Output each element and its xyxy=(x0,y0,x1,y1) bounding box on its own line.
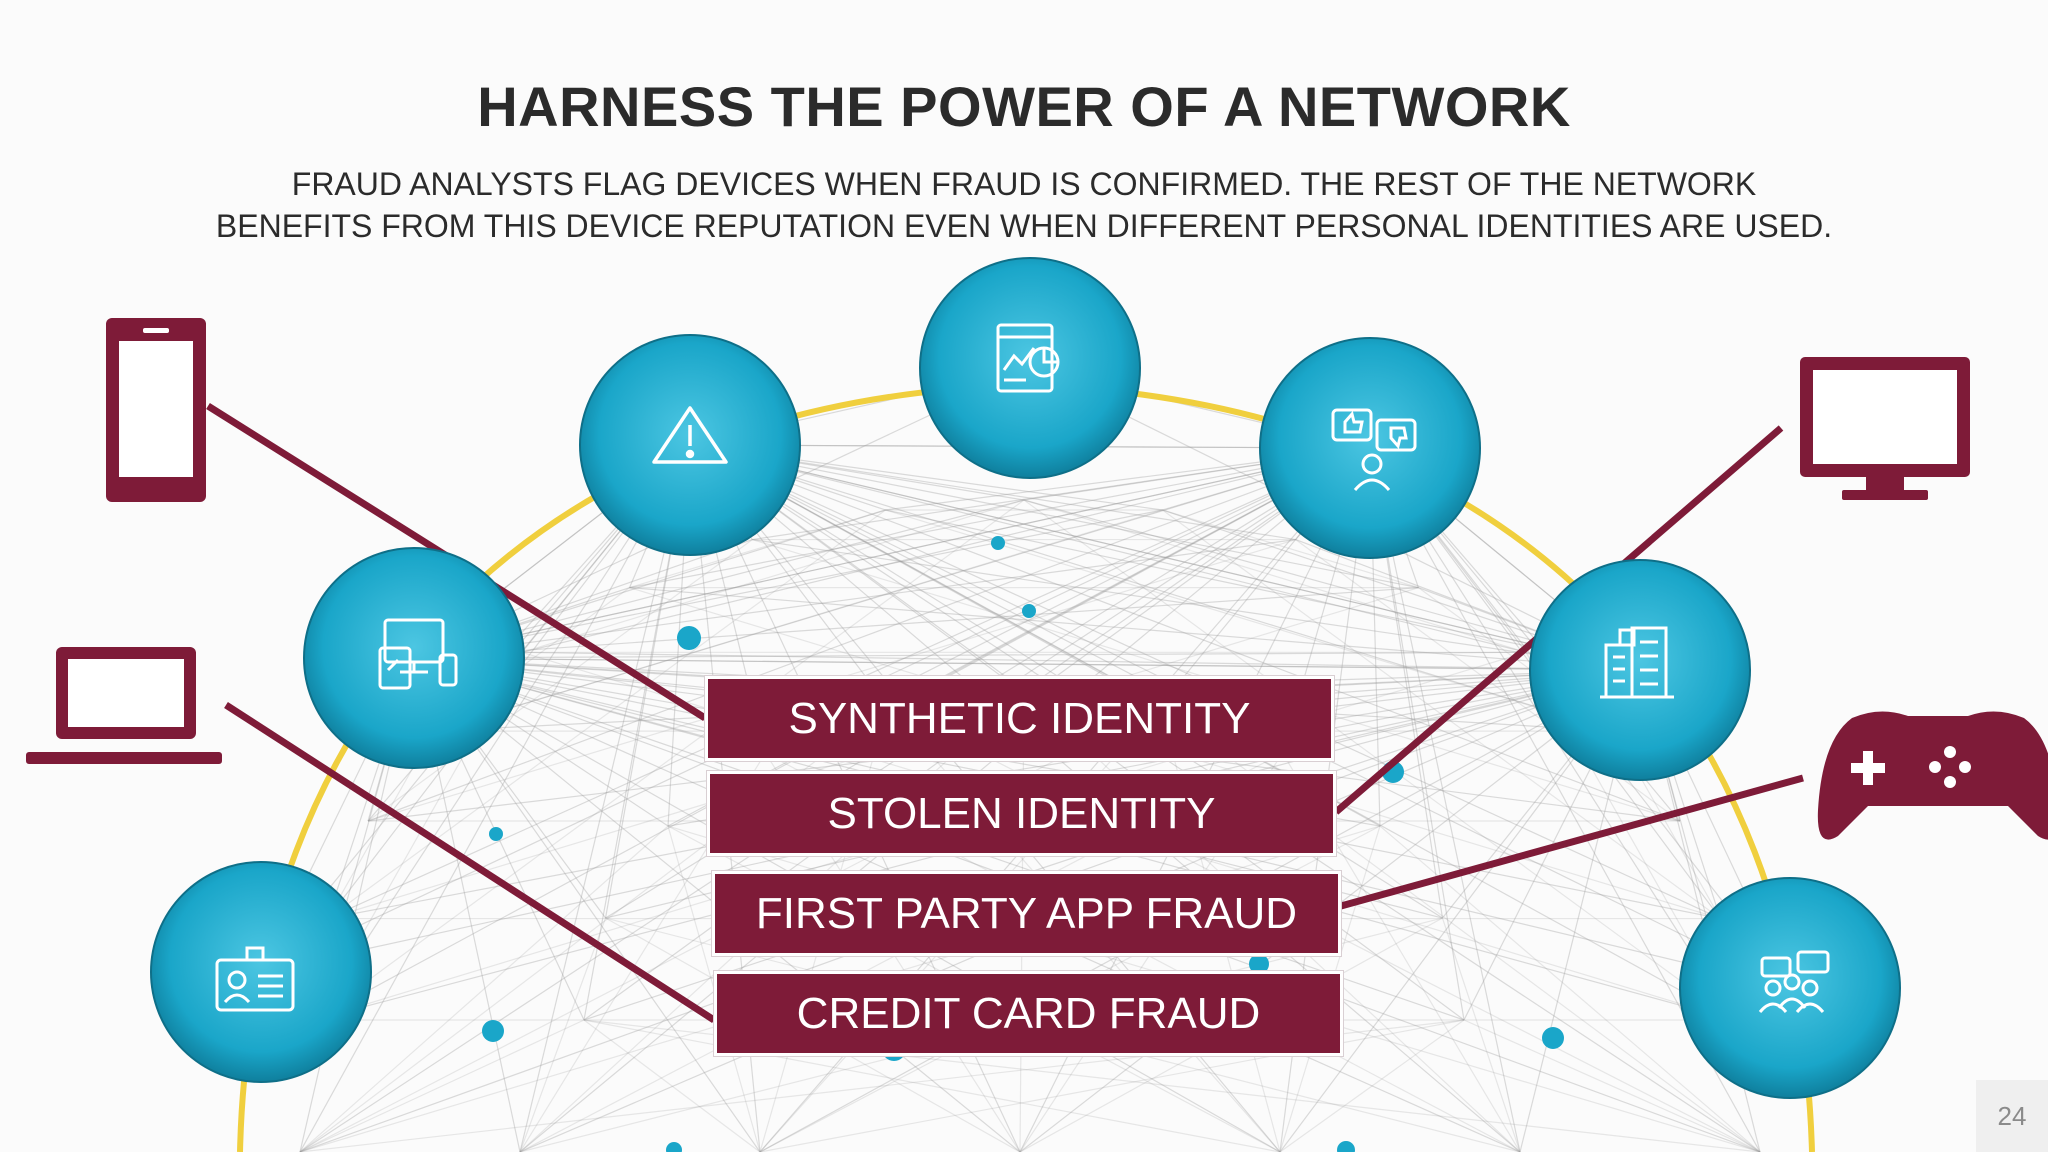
warning-icon xyxy=(652,406,728,464)
node-community xyxy=(1679,877,1901,1099)
network-link xyxy=(629,447,1371,589)
network-link xyxy=(583,1019,1281,1152)
page-number: 24 xyxy=(1976,1080,2048,1152)
node-analytics xyxy=(919,257,1141,479)
feedback-icon xyxy=(1331,408,1417,492)
network-link xyxy=(689,444,1641,671)
device-connector xyxy=(224,702,716,1023)
network-dot xyxy=(677,626,701,650)
network-link xyxy=(299,444,691,1152)
network-dot xyxy=(1022,604,1036,618)
network-link xyxy=(313,444,691,1021)
network-link xyxy=(759,1019,1465,1152)
network-link xyxy=(519,917,607,1152)
id-card-icon xyxy=(215,946,295,1012)
network-link xyxy=(583,1019,761,1152)
network-link xyxy=(367,539,753,822)
gamepad-icon xyxy=(1817,711,2048,840)
network-link xyxy=(689,444,1527,653)
devices-icon xyxy=(378,618,458,690)
network-link xyxy=(752,538,1641,671)
network-link xyxy=(367,447,1371,822)
network-link xyxy=(313,499,1025,1021)
network-link xyxy=(689,444,1381,827)
network-dot xyxy=(489,827,503,841)
node-id-card xyxy=(150,861,372,1083)
network-link xyxy=(1023,499,1527,653)
network-link xyxy=(885,509,1615,732)
network-dot xyxy=(666,1142,682,1152)
network-link xyxy=(1162,509,1419,589)
network-link xyxy=(413,509,1163,659)
node-feedback xyxy=(1259,337,1481,559)
monitor-icon xyxy=(1800,357,1970,500)
subtitle-line-1: FRAUD ANALYSTS FLAG DEVICES WHEN FRAUD I… xyxy=(291,166,1757,202)
device-connector xyxy=(1340,774,1804,910)
network-link xyxy=(519,444,691,1152)
network-dot xyxy=(1542,1027,1564,1049)
network-dot xyxy=(1249,954,1269,974)
network-link xyxy=(521,447,1371,653)
network-link xyxy=(629,587,1641,671)
community-icon xyxy=(1758,950,1830,1013)
network-dot xyxy=(482,1020,504,1042)
laptop-icon xyxy=(26,647,222,764)
node-devices xyxy=(303,547,525,769)
fraud-type-first-party-app-fraud: FIRST PARTY APP FRAUD xyxy=(712,871,1341,956)
buildings-icon xyxy=(1600,626,1674,699)
network-link xyxy=(1162,509,1721,920)
network-link xyxy=(299,1019,585,1152)
fraud-type-credit-card-fraud: CREDIT CARD FRAUD xyxy=(714,971,1343,1056)
network-link xyxy=(689,444,1681,822)
network-link xyxy=(413,587,1419,659)
network-link xyxy=(1369,447,1521,1152)
network-link xyxy=(667,447,1371,827)
node-buildings xyxy=(1529,559,1751,781)
network-link xyxy=(433,509,1163,732)
network-link xyxy=(629,509,886,589)
analytics-icon xyxy=(996,323,1060,393)
fraud-type-synthetic-identity: SYNTHETIC IDENTITY xyxy=(705,676,1334,761)
network-link xyxy=(413,651,1527,659)
network-link xyxy=(521,651,1641,671)
network-dot xyxy=(1337,1141,1355,1152)
node-warning xyxy=(579,334,801,556)
network-link xyxy=(433,447,1371,732)
network-link xyxy=(689,444,1641,671)
network-link xyxy=(689,444,1419,589)
network-link xyxy=(1279,1019,1465,1152)
network-link xyxy=(413,447,1371,659)
network-link xyxy=(413,538,1296,659)
network-link xyxy=(413,447,1371,659)
network-link xyxy=(327,509,886,920)
network-link xyxy=(521,499,1025,653)
network-link xyxy=(299,825,669,1152)
network-link xyxy=(1023,499,1735,1021)
network-link xyxy=(1441,917,1521,1152)
network-link xyxy=(885,509,1641,671)
subtitle-line-2: BENEFITS FROM THIS DEVICE REPUTATION EVE… xyxy=(215,208,1833,244)
network-link xyxy=(689,444,1615,732)
network-link xyxy=(1463,1019,1761,1152)
smartphone-icon xyxy=(106,318,206,502)
network-dot xyxy=(991,536,1005,550)
fraud-type-stolen-identity: STOLEN IDENTITY xyxy=(707,771,1336,856)
page-title: HARNESS THE POWER OF A NETWORK xyxy=(477,75,1571,138)
